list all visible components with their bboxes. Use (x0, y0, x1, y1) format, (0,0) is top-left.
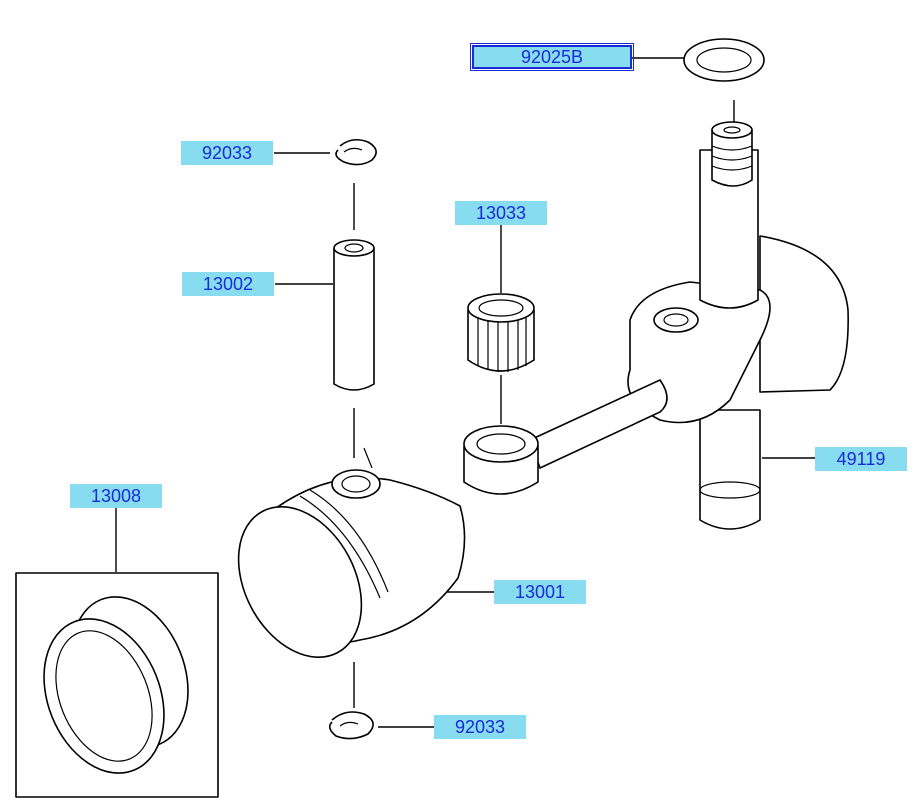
piston-13001[interactable] (214, 447, 466, 678)
circlip-top[interactable] (335, 138, 377, 166)
circlip-bottom[interactable] (328, 711, 374, 740)
callout-49119[interactable]: 49119 (815, 447, 907, 471)
washer-92025b[interactable] (683, 38, 765, 82)
piston-ring-13008[interactable] (15, 572, 219, 798)
callout-13001[interactable]: 13001 (494, 580, 586, 604)
callout-92025b[interactable]: 92025B (470, 43, 634, 71)
callout-92033-top[interactable]: 92033 (181, 141, 273, 165)
callout-92033-bottom[interactable]: 92033 (434, 715, 526, 739)
callout-13002[interactable]: 13002 (182, 272, 274, 296)
piston-pin-13002[interactable] (333, 239, 375, 391)
callout-13008[interactable]: 13008 (70, 484, 162, 508)
callout-13033[interactable]: 13033 (455, 201, 547, 225)
needle-bearing-13033[interactable] (467, 293, 535, 372)
leader-lines (115, 57, 815, 728)
crankshaft-49119[interactable] (463, 121, 849, 530)
